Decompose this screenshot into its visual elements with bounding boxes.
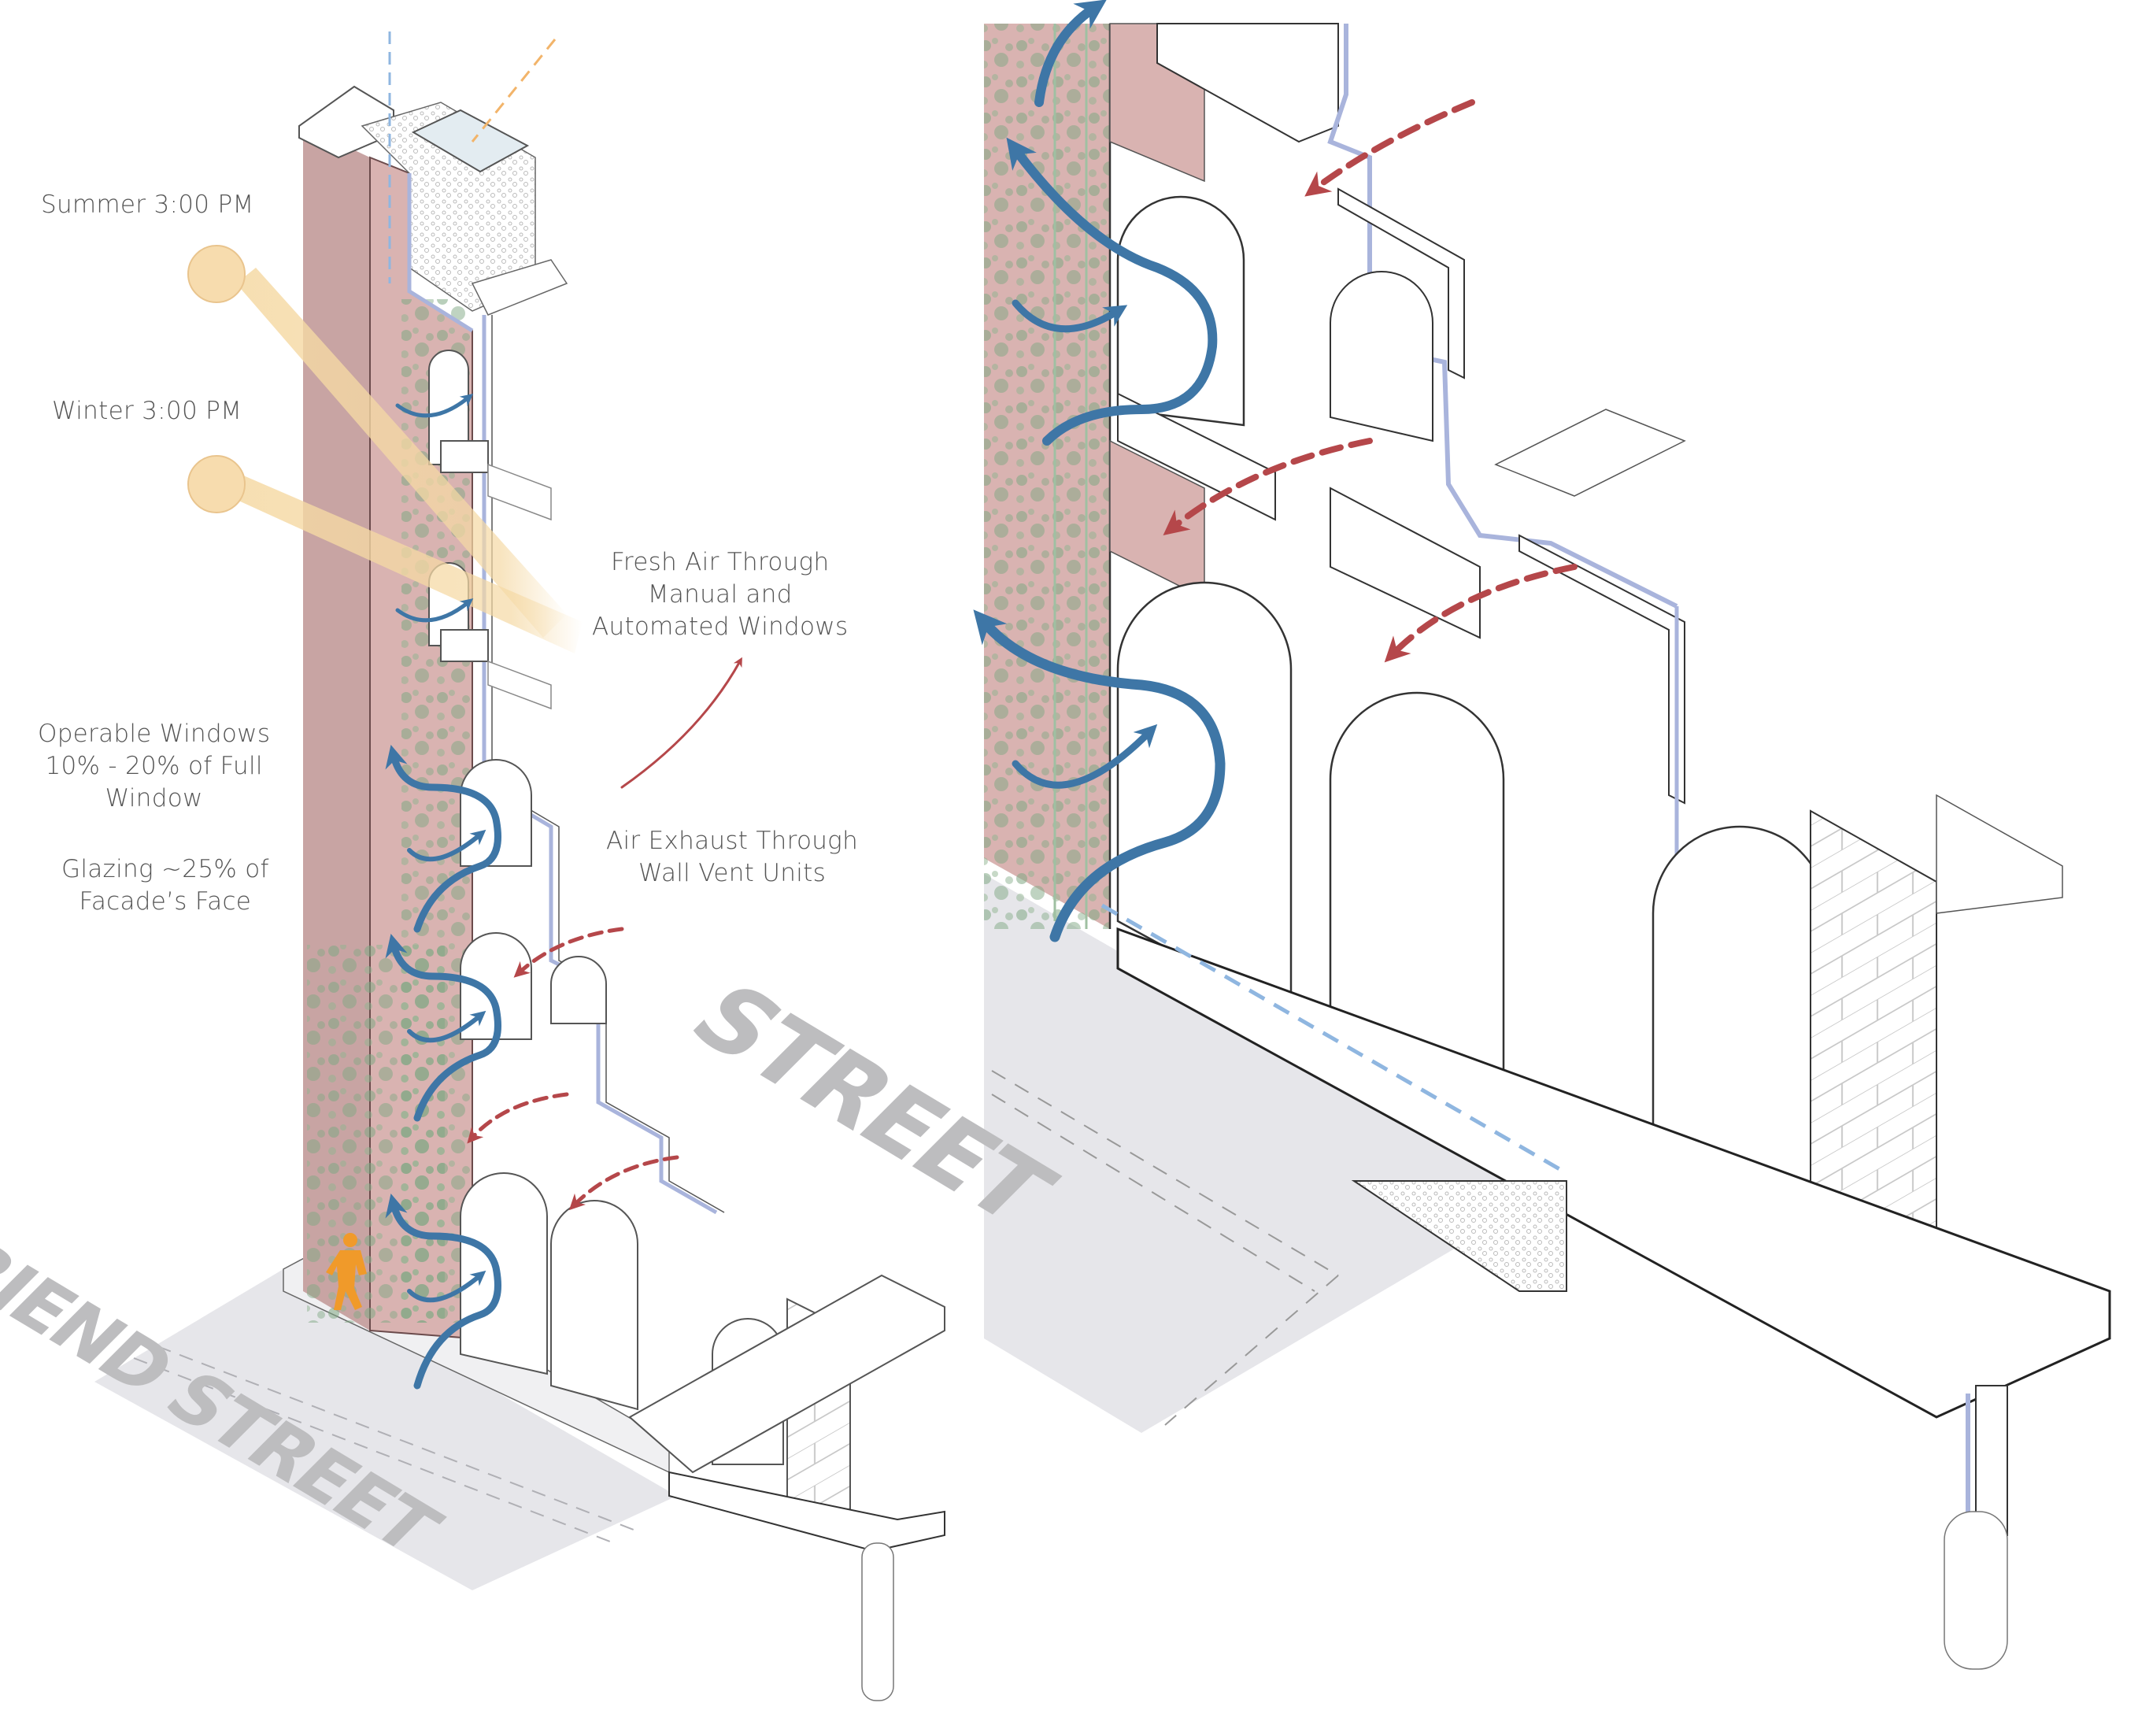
exhaust-line-1: Air Exhaust Through — [606, 827, 859, 855]
vent-unit-upper — [1337, 187, 1465, 379]
exhaust-arrow-icon — [1163, 438, 1373, 535]
operable-windows-label: Operable Windows 10% - 20% of Full Windo… — [38, 718, 270, 815]
summer-sun-label: Summer 3:00 PM — [41, 191, 254, 219]
airflow-arrow-icon — [407, 829, 486, 862]
vent-unit-mid — [1518, 534, 1685, 805]
exhaust-arrow-icon — [513, 927, 624, 978]
airflow-arrow-icon — [1006, 137, 1218, 446]
winter-sun-label: Winter 3:00 PM — [52, 397, 242, 425]
fresh-air-line-1: Fresh Air Through — [611, 548, 830, 576]
fresh-air-arrows — [385, 394, 501, 1390]
exhaust-label: Air Exhaust Through Wall Vent Units — [606, 825, 858, 890]
floor-slab — [628, 1274, 945, 1474]
airflow-arrow-icon — [407, 1270, 486, 1303]
ivy-screen — [984, 24, 1110, 929]
left-axonometric: FRIEND STREET — [0, 31, 945, 1701]
upper-windows — [428, 350, 552, 710]
solar-panel-icon — [411, 109, 530, 173]
right-axonometric: STREET — [668, 0, 2111, 1670]
glazing-label: Glazing ~25% of Facade’s Face — [61, 853, 269, 918]
exhaust-arrow-icon — [1304, 99, 1475, 197]
sun-icon — [187, 455, 246, 513]
operable-line-3: Window — [105, 783, 203, 812]
right-exhaust-arrows — [1163, 99, 1578, 663]
exhaust-arrow-icon — [568, 1155, 679, 1211]
exhaust-arrow-icon — [1384, 564, 1578, 663]
airflow-arrow-icon — [1012, 724, 1158, 789]
upper-sill — [1156, 23, 1339, 143]
foundation-slab — [668, 1471, 945, 1553]
right-fresh-air-arrows — [973, 0, 1226, 942]
sun-icon — [187, 245, 246, 303]
fresh-air-line-2: Manual and — [647, 579, 793, 609]
glazing-line-2: Facade’s Face — [79, 887, 252, 916]
wall-section-line — [482, 315, 718, 1215]
base-slab — [1116, 927, 2111, 1419]
ledge-upper — [1494, 409, 1686, 497]
winter-sun-beam — [228, 472, 583, 653]
grade-line — [1100, 903, 1568, 1175]
sun-angle-line — [471, 39, 557, 143]
exhaust-line-2: Wall Vent Units — [638, 858, 827, 887]
exhaust-arrow-icon — [620, 657, 742, 789]
curb — [1351, 1180, 1567, 1292]
operable-line-2: 10% - 20% of Full — [45, 751, 263, 780]
exhaust-arrow-icon — [467, 1092, 569, 1144]
pile — [861, 1542, 894, 1701]
window-sill — [1117, 392, 1276, 521]
roof-deck — [471, 259, 568, 316]
pedestrian-icon — [326, 1233, 367, 1310]
glazing-line-1: Glazing ~25% of — [61, 855, 269, 883]
lane-line — [133, 1357, 615, 1544]
lane-line — [1164, 1275, 1339, 1426]
summer-sun — [187, 245, 567, 638]
airflow-arrow-icon — [407, 1010, 486, 1043]
airflow-arrow-icon — [385, 745, 501, 933]
winter-sun — [187, 455, 583, 653]
airflow-arrow-icon — [1034, 0, 1107, 107]
lane-line — [157, 1345, 638, 1532]
wall-outline — [491, 315, 725, 1213]
fresh-air-line-3: Automated Windows — [592, 612, 849, 641]
pile — [1944, 1511, 2008, 1670]
exhaust-arrows — [467, 657, 742, 1211]
airflow-arrow-icon — [395, 598, 474, 623]
street-plane — [94, 1269, 677, 1590]
airflow-arrow-icon — [385, 934, 501, 1122]
airflow-arrow-icon — [1012, 299, 1128, 333]
lane-line — [991, 1094, 1315, 1292]
cornice-ledge — [1936, 794, 2063, 914]
lane-line — [991, 1070, 1339, 1276]
airflow-arrow-icon — [395, 394, 474, 418]
summer-sun-beam — [236, 268, 567, 638]
street-plane — [984, 874, 1543, 1433]
airflow-arrow-icon — [973, 609, 1226, 942]
operable-line-1: Operable Windows — [38, 720, 271, 748]
vapor-barrier — [407, 173, 474, 333]
window-sill — [1330, 487, 1481, 639]
airflow-arrow-icon — [385, 1194, 501, 1390]
fresh-air-label: Fresh Air Through Manual and Automated W… — [592, 546, 848, 643]
